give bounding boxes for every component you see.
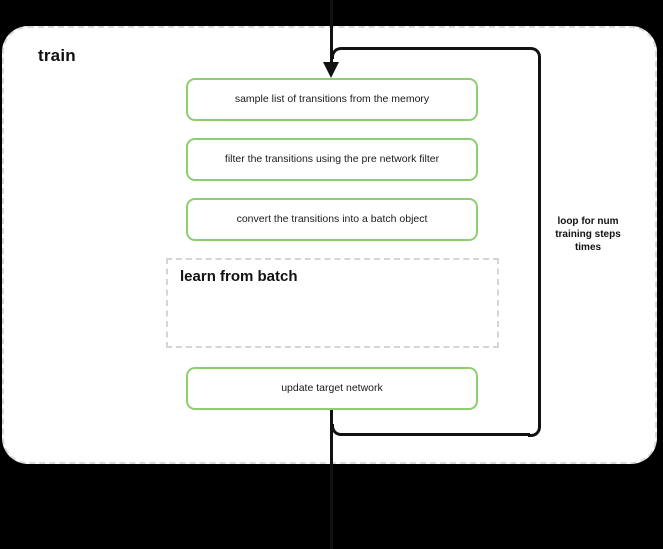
outgoing-flow-line [330,409,333,549]
loop-caption: loop for num training steps times [555,216,621,253]
process-box-label: update target network [281,382,383,395]
arrow-head-icon [323,62,339,78]
loop-line-right [538,58,541,426]
process-box-filter-transitions[interactable]: filter the transitions using the pre net… [186,138,478,181]
loop-corner-bottom-right-icon [528,424,541,437]
page-title: train [38,46,76,65]
process-box-label: sample list of transitions from the memo… [234,93,430,106]
loop-corner-top-right-icon [528,47,541,60]
loop-corner-top-left-icon [331,47,343,59]
loop-line-bottom [341,433,530,436]
process-box-label: convert the transitions into a batch obj… [236,213,428,226]
process-box-label: filter the transitions using the pre net… [224,153,440,166]
process-box-sample-transitions[interactable]: sample list of transitions from the memo… [186,78,478,121]
process-box-convert-batch[interactable]: convert the transitions into a batch obj… [186,198,478,241]
incoming-flow-line [330,0,333,64]
loop-line-top [340,47,531,50]
sub-process-learn-from-batch[interactable]: learn from batch [166,258,499,348]
sub-process-title: learn from batch [180,268,298,285]
process-box-update-target-network[interactable]: update target network [186,367,478,410]
